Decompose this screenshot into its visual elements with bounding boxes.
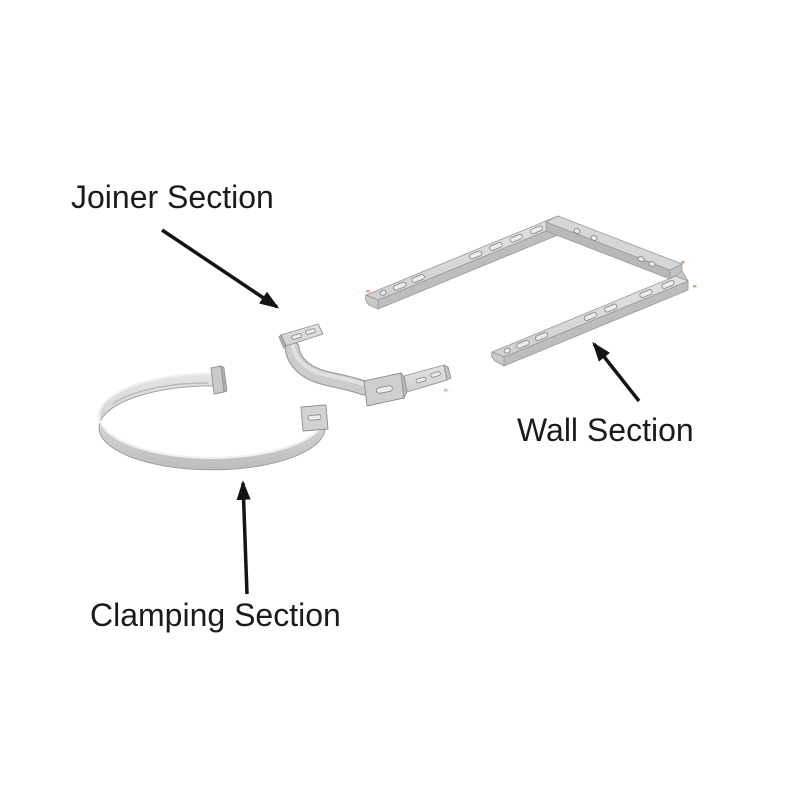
joiner-section-part bbox=[278, 323, 452, 407]
clamp-end-tab-upright-edge bbox=[220, 365, 228, 393]
wall-bottom-rail-endcap bbox=[491, 351, 505, 367]
clamping-arrow bbox=[236, 480, 251, 595]
clamp-end-tab-slot bbox=[307, 414, 322, 421]
render-artifact-ticks bbox=[366, 261, 697, 293]
wall-top-rail-side bbox=[377, 220, 571, 310]
clamping-section-part bbox=[98, 365, 329, 471]
clamp-band-inner-rim bbox=[112, 382, 209, 405]
joiner-band-highlight bbox=[291, 344, 365, 386]
clamp-band bbox=[98, 373, 326, 471]
render-artifact-tick bbox=[444, 389, 448, 392]
wall-bottom-rail-holes bbox=[503, 279, 676, 355]
wall-arrow bbox=[592, 341, 641, 403]
wall-corner-fill bbox=[675, 270, 689, 282]
wall-cross-top bbox=[545, 215, 683, 271]
joiner-arrow bbox=[161, 228, 280, 309]
joiner-left-tab bbox=[280, 323, 324, 347]
joiner-band bbox=[285, 341, 371, 395]
clamping-section-label: Clamping Section bbox=[90, 597, 341, 633]
wall-section-label: Wall Section bbox=[517, 412, 694, 448]
wall-section-part bbox=[365, 215, 697, 367]
joiner-right-tab-endcap bbox=[443, 364, 452, 381]
joiner-section-label: Joiner Section bbox=[71, 179, 274, 215]
wall-top-rail-endcap bbox=[365, 294, 379, 310]
leader-arrows bbox=[161, 228, 641, 595]
clamp-band-top-rim bbox=[98, 372, 327, 459]
wall-bottom-rail-side bbox=[503, 280, 689, 367]
wall-cross-side bbox=[545, 221, 671, 280]
joiner-left-tab-edge bbox=[278, 334, 287, 349]
